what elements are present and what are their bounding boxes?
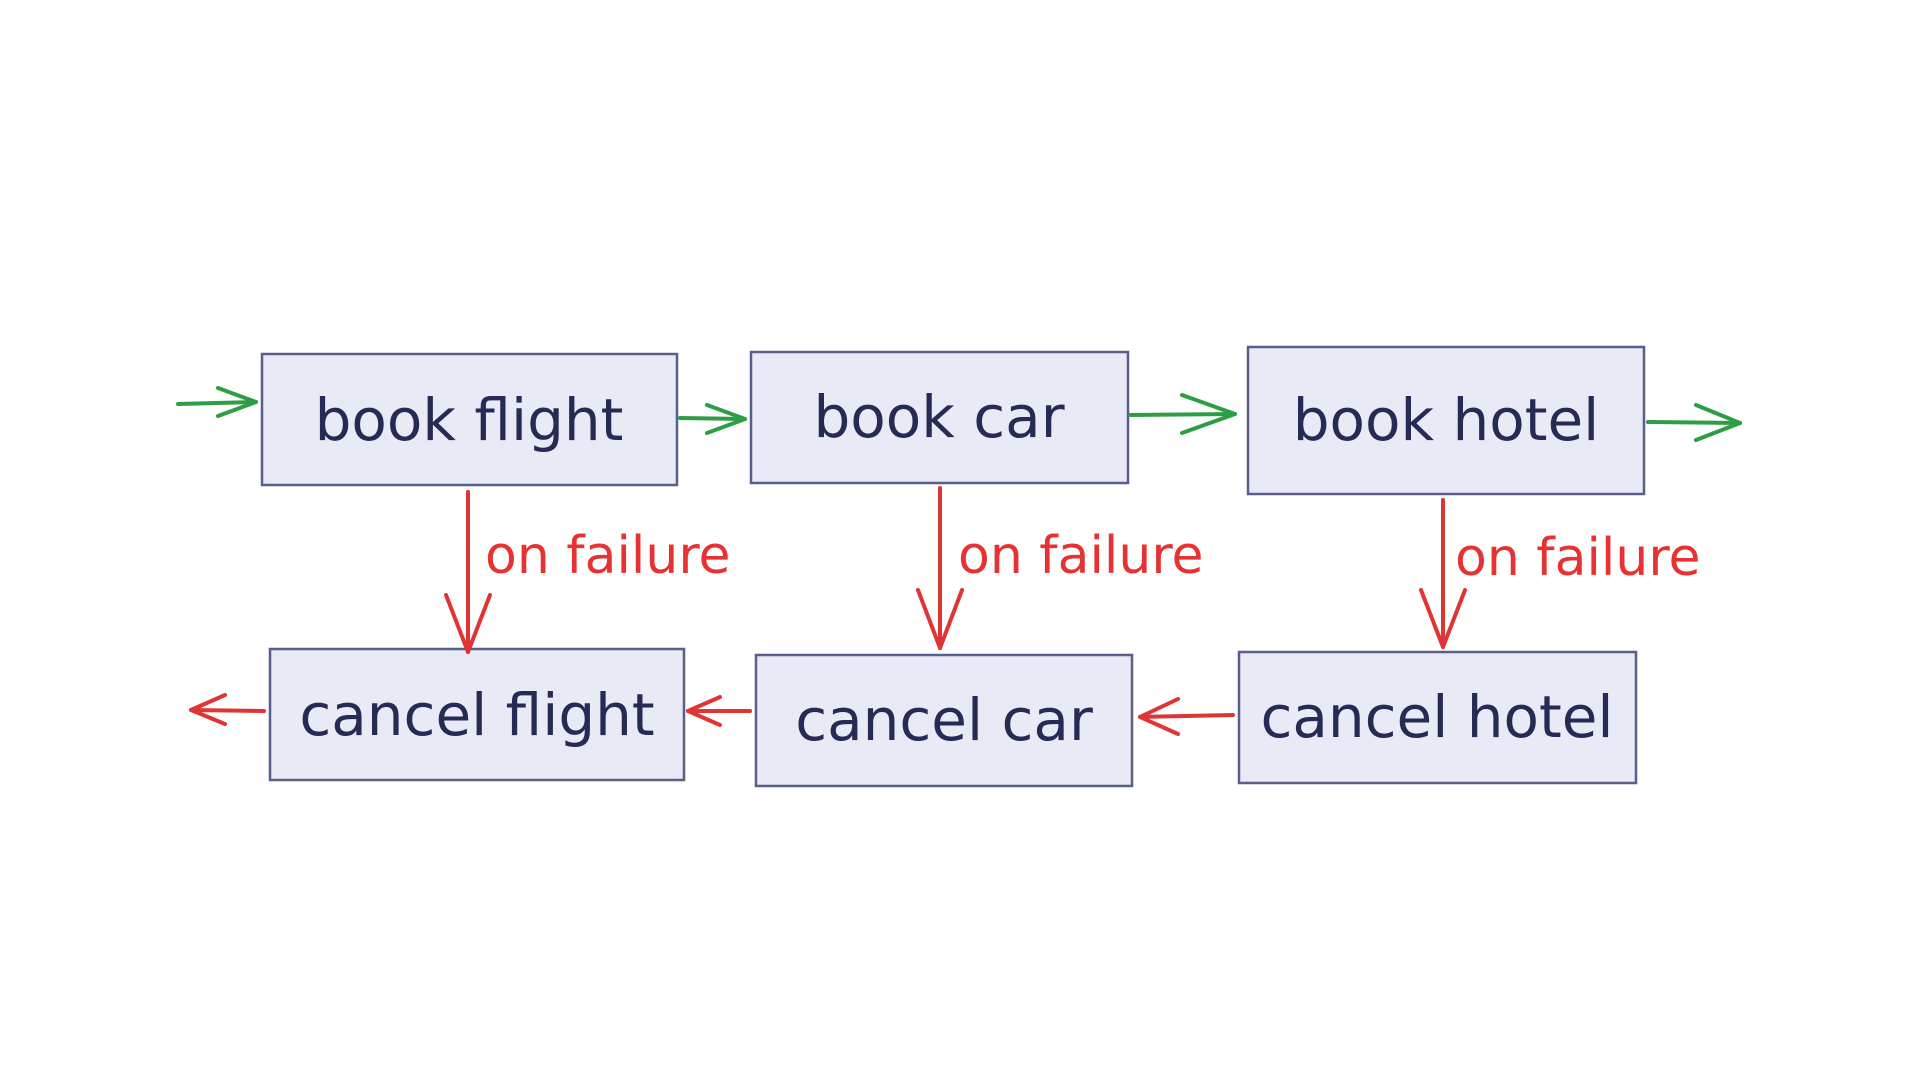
node-book-hotel-label: book hotel [1293,386,1600,454]
failure-label-hotel: on failure [1455,528,1701,588]
arrow-cancel-hotel-to-cancel-car [1138,697,1235,736]
arrow-cancel-car-to-cancel-flight [686,695,752,727]
failure-label-flight: on failure [485,526,731,586]
arrow-book-flight-failure [444,490,492,654]
node-cancel-hotel-label: cancel hotel [1260,683,1613,751]
node-book-flight: book flight [260,352,679,487]
arrow-book-flight-to-book-car [678,403,747,435]
arrow-book-car-to-book-hotel [1128,393,1237,435]
arrow-start-to-book-flight [176,386,258,418]
node-cancel-flight: cancel flight [268,647,686,782]
node-book-car: book car [749,350,1130,485]
node-book-flight-label: book flight [315,386,624,454]
node-book-car-label: book car [813,383,1064,451]
node-cancel-flight-label: cancel flight [299,681,654,749]
node-cancel-car: cancel car [754,653,1134,788]
arrow-book-hotel-to-end [1646,403,1742,442]
arrow-cancel-flight-to-end [189,693,266,726]
arrow-book-car-failure [916,486,964,650]
node-cancel-hotel: cancel hotel [1237,650,1638,785]
failure-label-car: on failure [958,526,1204,586]
node-cancel-car-label: cancel car [795,686,1093,754]
node-book-hotel: book hotel [1246,345,1646,496]
arrow-book-hotel-failure [1419,498,1467,649]
